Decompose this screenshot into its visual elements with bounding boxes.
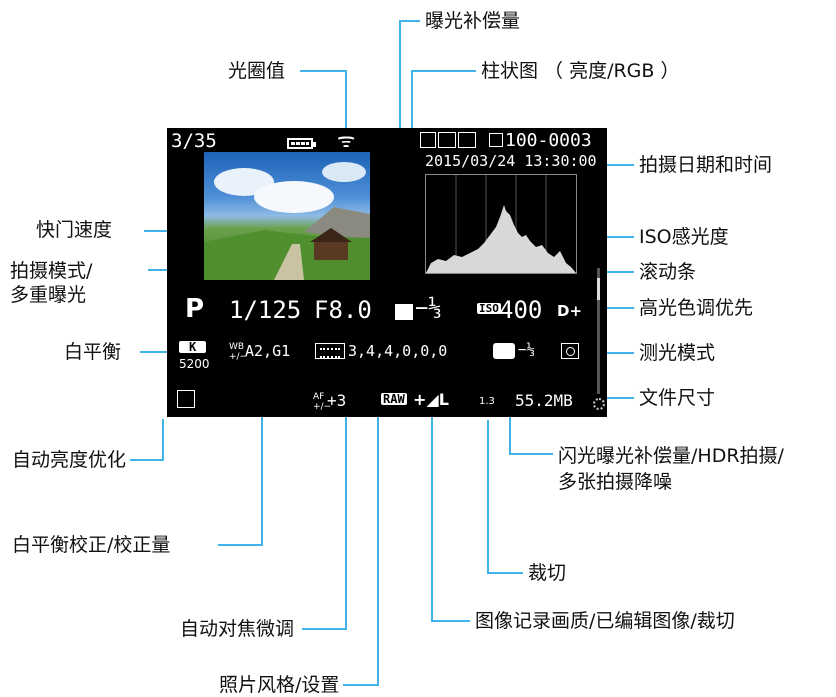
label-scroll: 滚动条 (639, 261, 697, 283)
label-file-size: 文件尺寸 (639, 387, 716, 409)
histogram (425, 174, 577, 274)
shutter-speed: 1/125 (229, 296, 302, 324)
exposure-comp-icon (395, 304, 413, 320)
label-af: 自动对焦微调 (180, 618, 295, 640)
iso-badge-label: ISO (477, 302, 501, 315)
protect-icon (458, 132, 476, 148)
shooting-mode: P (185, 294, 205, 324)
scroll-thumb[interactable] (597, 278, 600, 300)
label-histogram: 柱状图 （ 亮度/RGB ） (481, 60, 680, 82)
datetime: 2015/03/24 13:30:00 (425, 152, 597, 170)
picture-style-icon (315, 343, 345, 359)
flash-comp-value: −⅓ (518, 342, 535, 358)
label-highlight: 高光色调优先 (639, 297, 754, 319)
leader-alo (130, 419, 164, 461)
flash-comp-icon (493, 343, 515, 359)
label-wb: 白平衡 (64, 341, 122, 363)
file-size: 55.2MB (515, 391, 573, 410)
highlight-priority: D+ (557, 302, 583, 320)
picture-style-value: 3,4,4,0,0,0 (348, 342, 448, 360)
label-alo: 自动亮度优化 (12, 449, 127, 471)
wb-kelvin-badge: K (179, 340, 207, 354)
label-metering: 测光模式 (639, 342, 716, 364)
image-counter: 3/35 (171, 130, 217, 152)
wifi-status-icon (420, 132, 436, 148)
label-datetime: 拍摄日期和时间 (639, 154, 773, 176)
file-number: 100-0003 (505, 130, 592, 151)
crop-ratio: 1.3 (479, 396, 495, 407)
wifi-icon: ᯤ (337, 128, 356, 152)
label-mode: 拍摄模式/ 多重曝光 (10, 260, 93, 306)
leader-wb-shift (218, 364, 263, 546)
label-aperture: 光圈值 (228, 60, 286, 82)
scroll-bar[interactable] (597, 268, 600, 394)
battery-icon (287, 138, 316, 149)
leader-style (343, 366, 379, 686)
raw-badge-label: RAW (381, 392, 407, 406)
label-iso: ISO感光度 (639, 226, 729, 248)
wb-shift-value: A2,G1 (245, 342, 291, 360)
metering-icon (561, 343, 579, 359)
camera-screen: 3/35 ᯤ 100-0003 2015/03/24 13:30:00 (167, 128, 607, 417)
label-shutter: 快门速度 (36, 219, 113, 241)
label-wb-shift: 白平衡校正/校正量 (12, 534, 171, 556)
wb-letter: K (179, 341, 207, 353)
card-icon (489, 133, 503, 147)
af-prefix: AF +/− (313, 392, 332, 412)
label-exposure-comp: 曝光补偿量 (425, 10, 521, 32)
landscape-art (204, 162, 370, 280)
iso-value: 400 (499, 296, 543, 324)
raw-badge: RAW (381, 392, 407, 406)
leader-crop (487, 420, 523, 574)
aperture-value: F8.0 (314, 296, 372, 324)
exposure-comp-value: −⅓ (415, 296, 442, 321)
thumbnail-image (204, 152, 370, 280)
wb-shift-prefix: WB +/− (229, 342, 248, 362)
label-flash: 闪光曝光补偿量/HDR拍摄/ 多张拍摄降噪 (558, 445, 784, 493)
af-microadjust-value: +3 (327, 391, 347, 410)
quality-value: +◢L (413, 390, 449, 409)
wb-kelvin: 5200 (179, 357, 210, 371)
alo-icon (177, 390, 195, 408)
label-style: 照片风格/设置 (219, 674, 340, 696)
leader-quality (431, 415, 470, 622)
label-quality: 图像记录画质/已编辑图像/裁切 (475, 610, 735, 632)
rating-icon (438, 132, 456, 148)
busy-icon (593, 398, 605, 410)
leader-af (302, 415, 347, 630)
iso-badge: ISO (477, 302, 501, 315)
histogram-plot (426, 175, 576, 273)
label-crop: 裁切 (528, 562, 567, 584)
transfer-icons (420, 132, 476, 148)
